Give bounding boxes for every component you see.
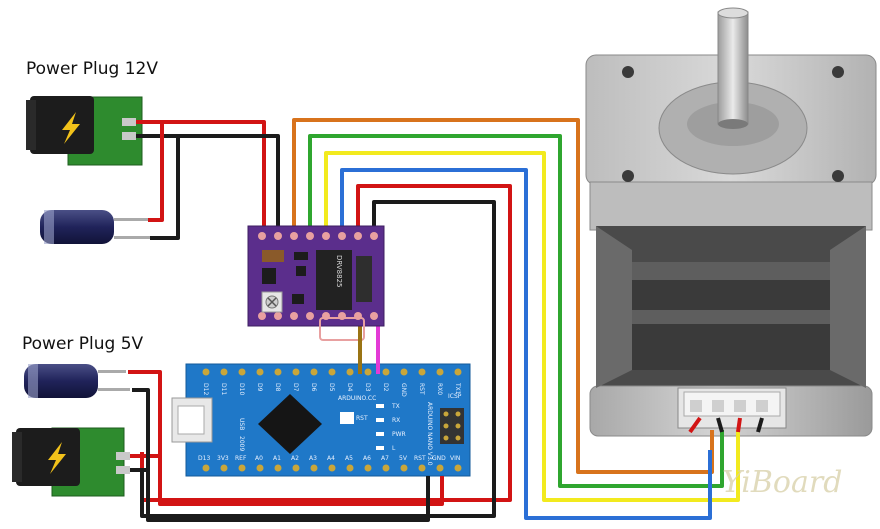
wire-cap12-ground: [150, 136, 180, 240]
wire-12v-ground: [136, 134, 280, 232]
icsp-header: [440, 408, 464, 444]
pin-label: D10: [238, 383, 245, 395]
pin-label: D5: [328, 383, 335, 392]
pin-label: A3: [309, 455, 317, 462]
microcontroller-chip: [258, 394, 322, 454]
pin-label: A6: [363, 455, 371, 462]
pin-label: D11: [220, 383, 227, 395]
side-label: L: [392, 445, 396, 452]
potentiometer-icon: [261, 291, 283, 313]
wire-ends: [358, 336, 444, 520]
wire-5v-positive: [128, 370, 162, 458]
nano-usb-label: USB: [238, 418, 245, 430]
wire-driver-gnd: [140, 200, 496, 518]
lightning-bolt-icon: [48, 442, 66, 474]
wire-coil-green: [308, 134, 724, 488]
wire-12v-positive: [136, 120, 266, 232]
power-jack-12v: [26, 96, 143, 166]
wire-coil-yellow: [324, 151, 740, 502]
pin-label: A1: [273, 455, 281, 462]
arduino-nano: USB 2009 ARDUINO.CC ARDUINO NANO V3.0 IC…: [171, 363, 471, 477]
pin-label: RX0: [436, 383, 443, 395]
pin-label: D6: [310, 383, 317, 392]
pin-label: D2: [382, 383, 389, 392]
capacitor-12v: [40, 210, 150, 244]
pin-label: REF: [235, 455, 247, 462]
pin-label: A7: [381, 455, 389, 462]
lightning-bolt-icon: [62, 112, 80, 144]
pin-label: D7: [292, 383, 299, 392]
nano-year-label: 2009: [238, 436, 245, 451]
pin-label: 5V: [399, 455, 408, 462]
side-label: RX: [392, 417, 400, 424]
side-label: PWR: [392, 431, 406, 438]
pin-label: A2: [291, 455, 299, 462]
pin-label: GND: [400, 383, 407, 397]
pin-label: D13: [198, 455, 210, 462]
driver-board: DRV8825: [247, 225, 385, 341]
side-label: TX: [391, 403, 400, 410]
nano-side-labels: TX RX PWR L: [391, 403, 406, 452]
power-jack-5v: [12, 427, 130, 497]
nano-brand-label: ARDUINO.CC: [338, 395, 376, 402]
wire-5v-ground: [130, 388, 150, 472]
pin-label: A4: [327, 455, 335, 462]
pin-label: VIN: [450, 455, 460, 462]
nano-bottom-header: [202, 464, 462, 472]
pin-label: RST: [414, 455, 426, 462]
yiboard-watermark-logo: YiBoard: [722, 465, 842, 500]
nano-name-label: ARDUINO NANO V3.0: [426, 402, 433, 466]
driver-chip-label: DRV8825: [335, 255, 343, 287]
pin-label: A5: [345, 455, 353, 462]
pin-label: D4: [346, 383, 353, 392]
power-plug-12v-label: Power Plug 12V: [26, 59, 158, 79]
reset-button[interactable]: [340, 412, 354, 424]
nano-top-header: [202, 368, 462, 376]
watermark-text: YiBoard: [722, 465, 842, 500]
wire-coil-blue: [340, 168, 712, 520]
pin-label: D12: [202, 383, 209, 395]
power-plug-5v-label: Power Plug 5V: [22, 334, 144, 354]
pin-label: D3: [364, 383, 371, 392]
pin-label: A0: [255, 455, 263, 462]
capacitor-5v: [24, 364, 130, 398]
pin-label: RST: [418, 383, 425, 395]
driver-top-pins: [258, 232, 378, 240]
pin-label: D9: [256, 383, 263, 392]
pin-label: TX1: [454, 382, 461, 395]
nano-bottom-pin-labels: D13 3V3 REF A0 A1 A2 A3 A4 A5 A6 A7 5V R…: [198, 455, 460, 462]
pin-label: 3V3: [217, 455, 229, 462]
nano-top-pin-labels: D12 D11 D10 D9 D8 D7 D6 D5 D4 D3 D2 GND …: [202, 382, 461, 397]
wire-cap12-positive: [148, 122, 164, 222]
usb-connector: [171, 397, 213, 443]
nano-rst-label: RST: [356, 415, 368, 422]
nano-icsp-label: ICSP: [448, 393, 462, 400]
pin-label: GND: [432, 455, 446, 462]
stepper-motor: [585, 7, 877, 437]
pin-label: D8: [274, 383, 281, 392]
